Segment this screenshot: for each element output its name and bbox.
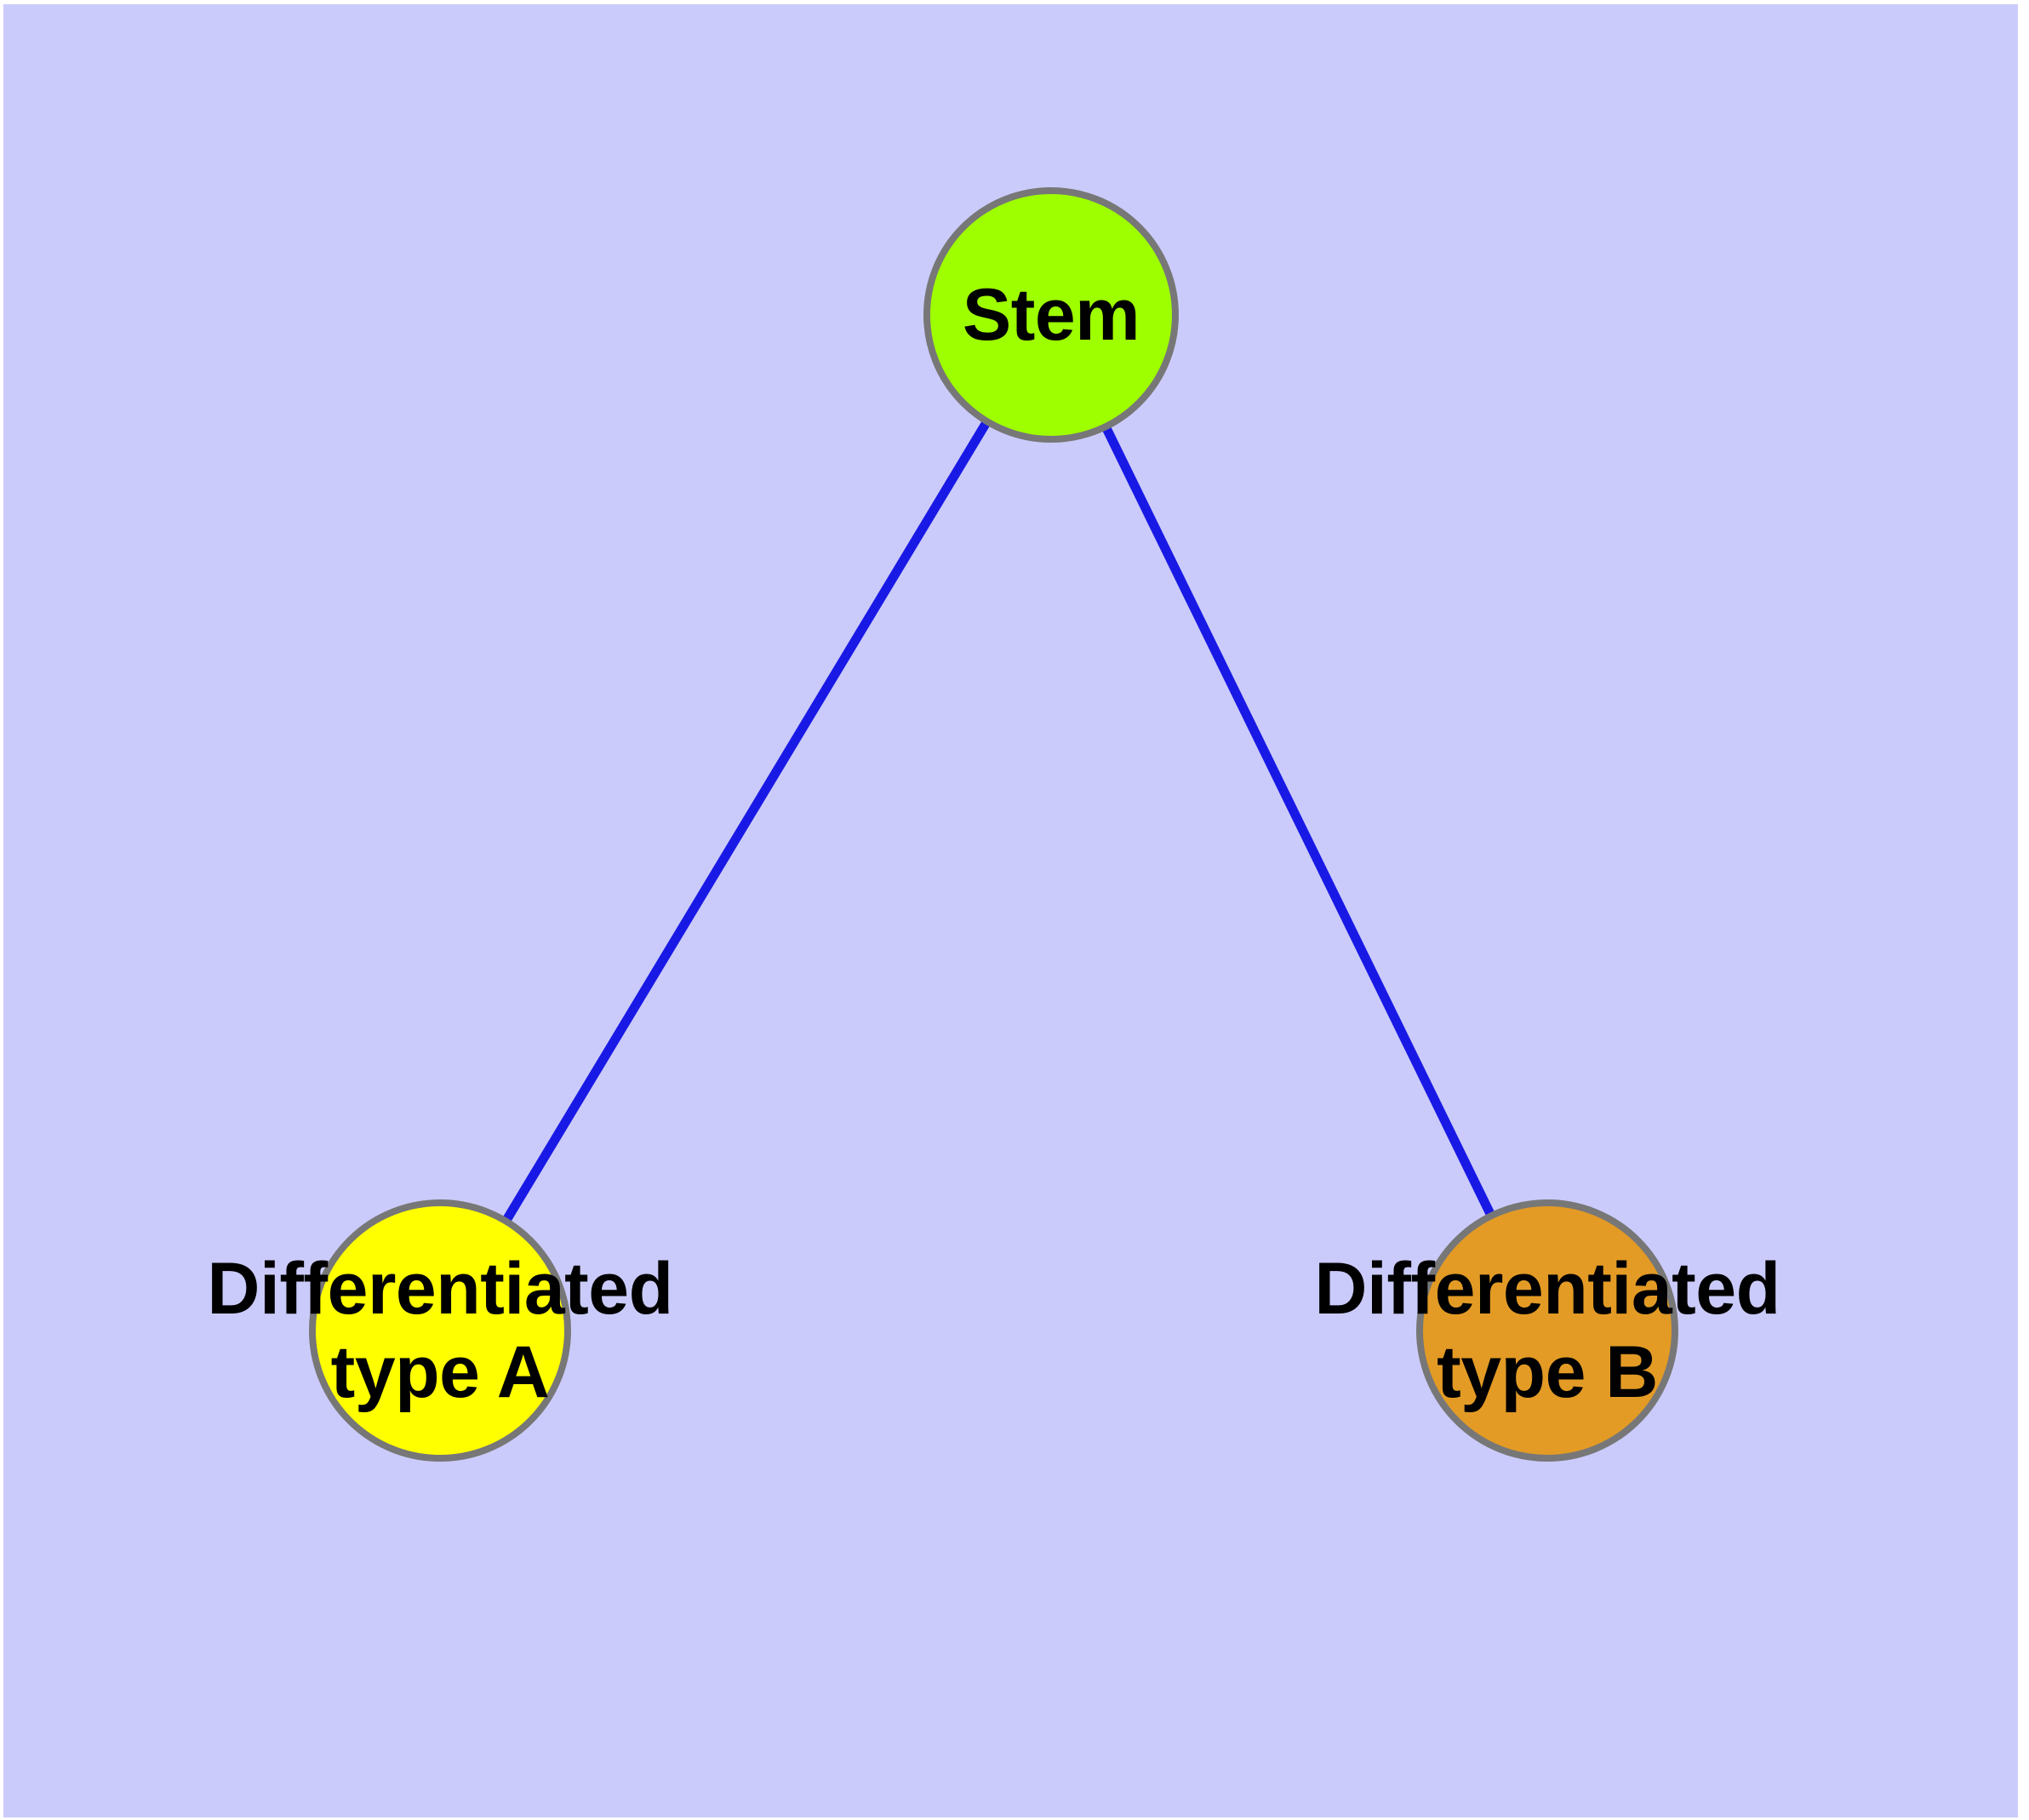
node-layer [309,187,1678,1462]
node-stem[interactable] [923,187,1179,443]
edge-stem-to-diff-b [1047,312,1552,1333]
edge-stem-to-diff-a [436,312,1055,1333]
node-differentiated-type-b[interactable] [1416,1199,1678,1462]
edge-layer [436,312,1552,1333]
node-differentiated-type-a[interactable] [309,1199,571,1462]
